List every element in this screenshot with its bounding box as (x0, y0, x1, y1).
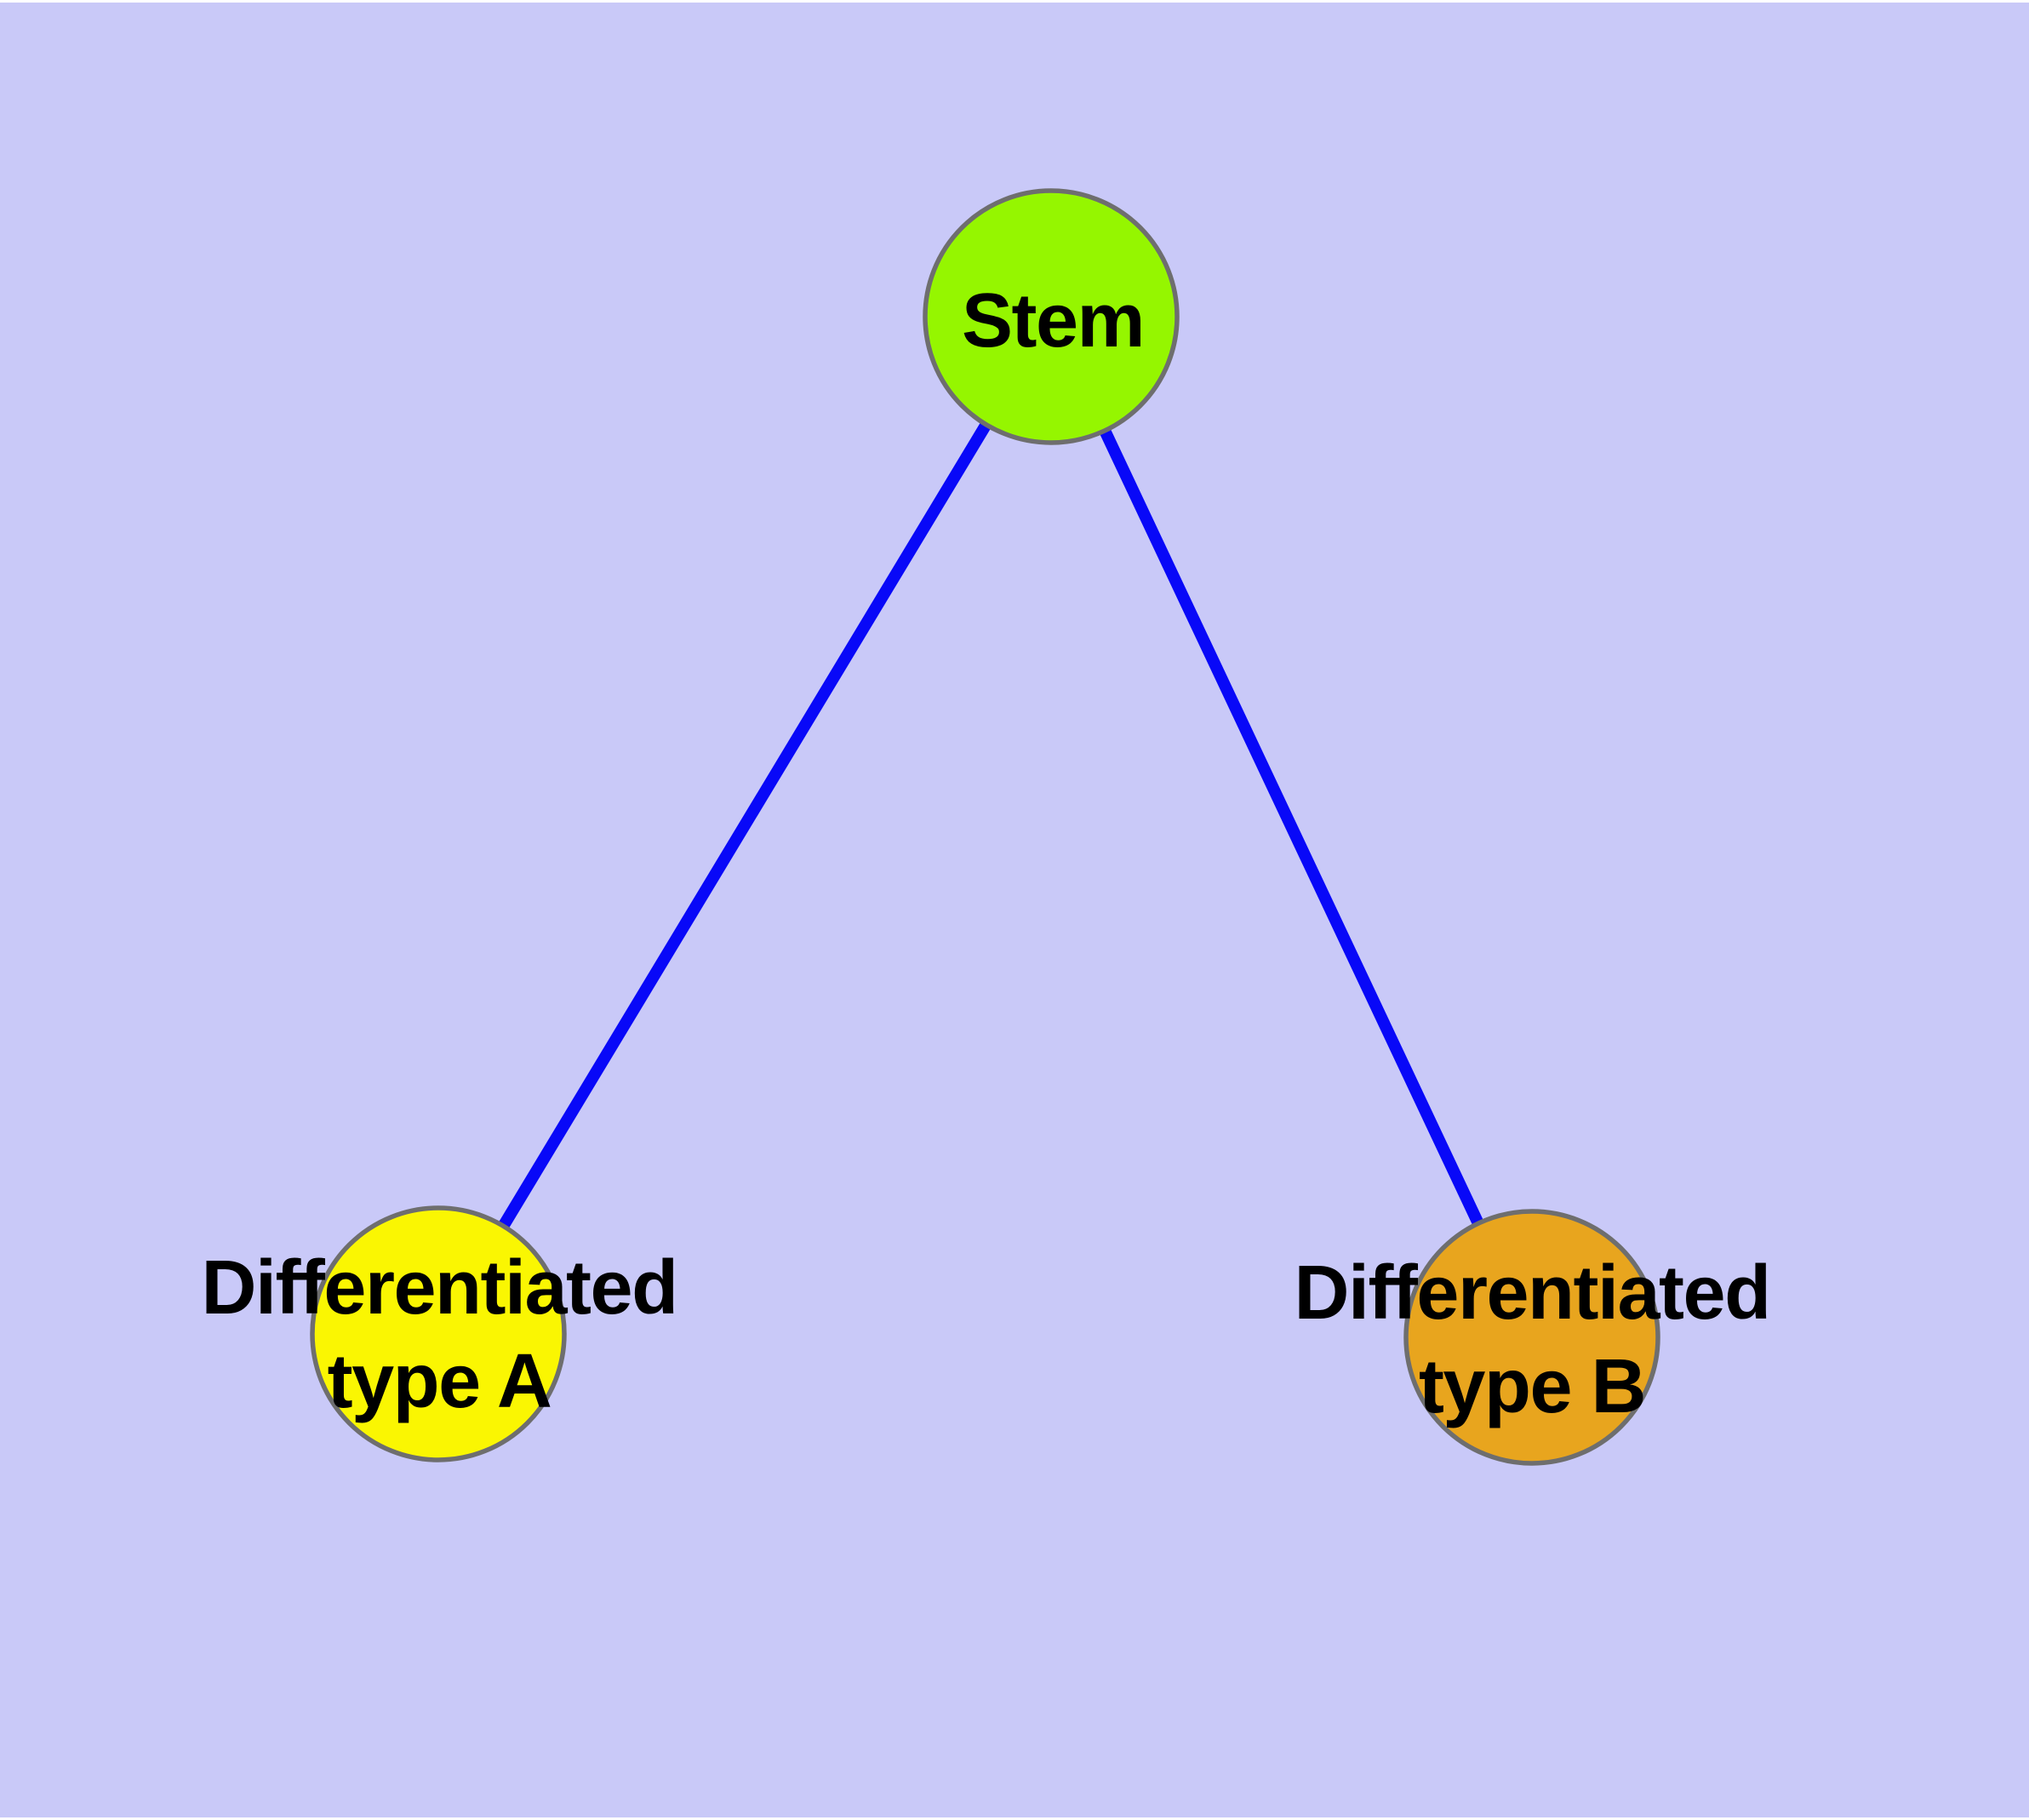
node-type-b-label: Differentiated type B (1294, 1251, 1771, 1429)
node-type-a-circle (310, 1205, 567, 1462)
node-stem-label: Stem (961, 278, 1146, 363)
node-stem-circle (923, 188, 1180, 445)
node-type-a-label: Differentiated type A (201, 1245, 678, 1424)
edge-stem-to-type-b (1045, 314, 1538, 1340)
node-type-b-circle (1403, 1209, 1660, 1466)
edge-stem-to-type-a (433, 313, 1056, 1337)
